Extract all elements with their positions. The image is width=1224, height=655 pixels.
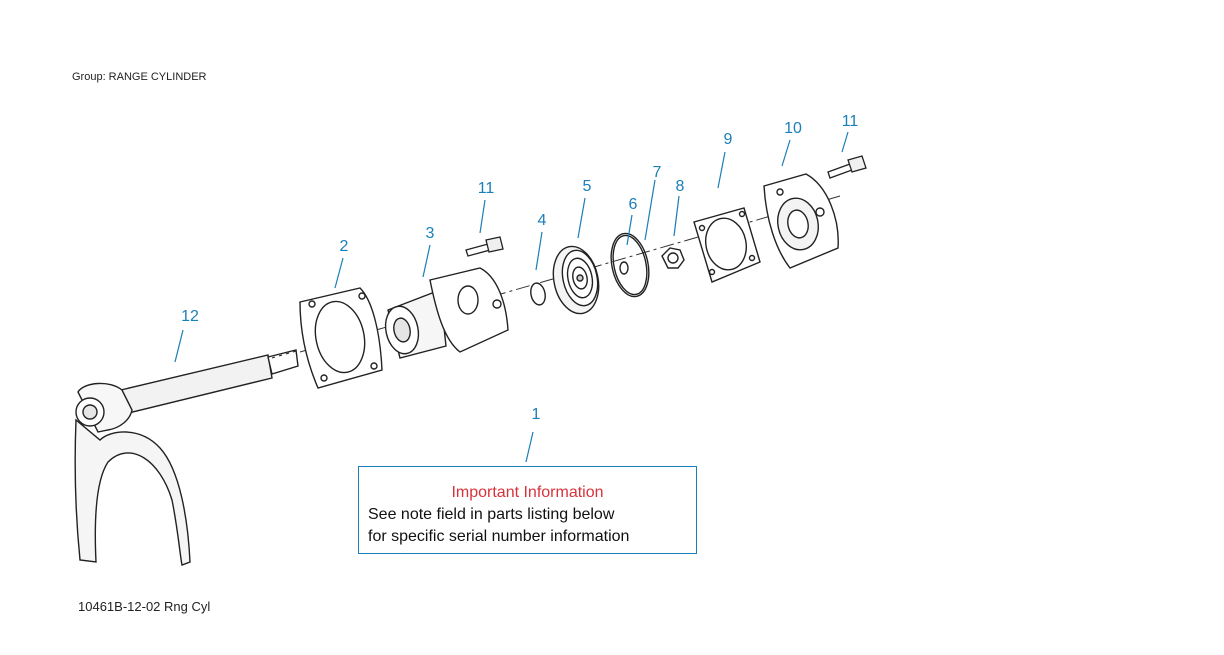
- callout-3: 3: [426, 225, 435, 242]
- info-line-2: for specific serial number information: [368, 528, 630, 545]
- part-9-gasket: [693, 207, 761, 283]
- info-title: Important Information: [451, 484, 604, 501]
- callout-1: 1: [532, 406, 541, 423]
- callout-8: 8: [676, 178, 685, 195]
- callout-4: 4: [538, 212, 547, 229]
- callout-5: 5: [583, 178, 592, 195]
- leader-lines: [174, 131, 849, 463]
- figure-id: 10461B-12-02 Rng Cyl: [78, 599, 211, 614]
- callout-11-right: 11: [842, 113, 859, 130]
- callout-11-left: 11: [478, 180, 495, 197]
- part-4-o-ring: [530, 282, 546, 306]
- part-5-piston: [552, 245, 600, 315]
- callout-2: 2: [340, 238, 349, 255]
- part-11-bolt-right: [827, 155, 867, 179]
- info-line-1: See note field in parts listing below: [368, 506, 615, 523]
- group-title: Group: RANGE CYLINDER: [72, 71, 207, 83]
- part-3-cylinder: [384, 267, 509, 359]
- part-2-gasket: [299, 287, 383, 389]
- part-8-nut: [661, 247, 685, 269]
- callout-10: 10: [784, 120, 802, 137]
- part-11-bolt-left: [465, 236, 504, 257]
- part-6-7-seal: [610, 232, 650, 298]
- callout-7: 7: [653, 164, 662, 181]
- callout-9: 9: [724, 131, 733, 148]
- callout-12: 12: [181, 308, 199, 325]
- important-info-box: Important Information See note field in …: [358, 466, 697, 554]
- part-10-cover: [763, 173, 839, 269]
- callout-6: 6: [629, 196, 638, 213]
- part-12-shift-fork: [74, 349, 299, 566]
